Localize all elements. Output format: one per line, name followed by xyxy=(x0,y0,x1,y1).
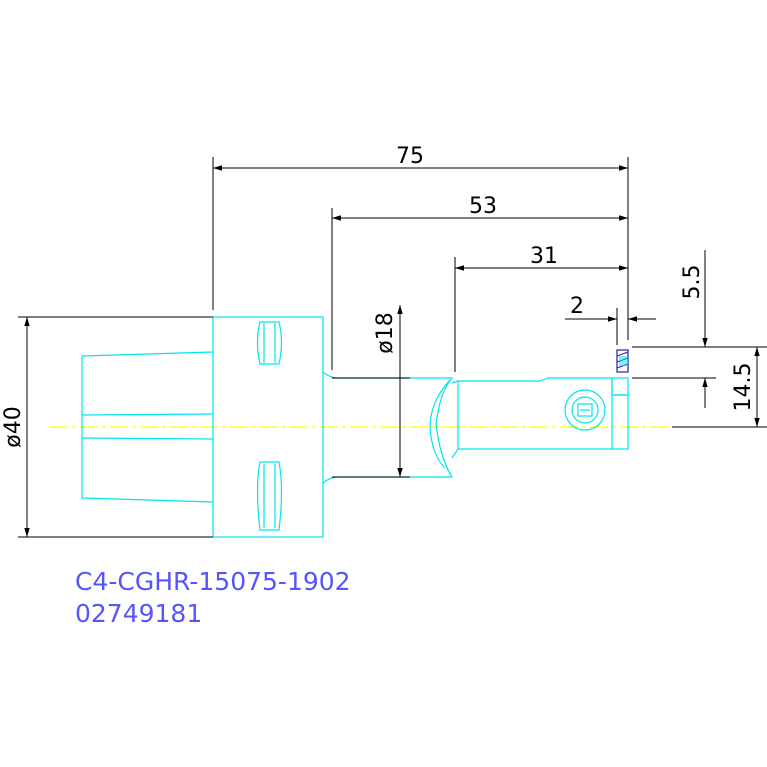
insert-tip xyxy=(616,349,629,373)
shank-body xyxy=(81,351,214,503)
dim-diameter-neck: ø18 xyxy=(373,312,398,353)
dim-overall-length: 75 xyxy=(396,144,424,169)
dimension-lines xyxy=(18,157,767,538)
dim-insert-height: 5.5 xyxy=(680,265,705,300)
coupling-flange xyxy=(212,316,324,538)
boring-bar xyxy=(451,377,629,459)
clamp-screw xyxy=(564,389,606,431)
dim-bar-length: 31 xyxy=(530,244,558,269)
drive-slot-bottom xyxy=(256,461,283,531)
dim-tip-offset: 2 xyxy=(570,294,584,319)
part-number: C4-CGHR-15075-1902 xyxy=(75,567,351,596)
dim-diameter-shank: ø40 xyxy=(1,406,26,447)
article-number: 02749181 xyxy=(75,599,202,628)
drive-slot-top xyxy=(256,321,283,365)
tool-outline xyxy=(81,316,629,538)
dim-center-height: 14.5 xyxy=(731,363,756,412)
dim-mid-length: 53 xyxy=(469,194,497,219)
